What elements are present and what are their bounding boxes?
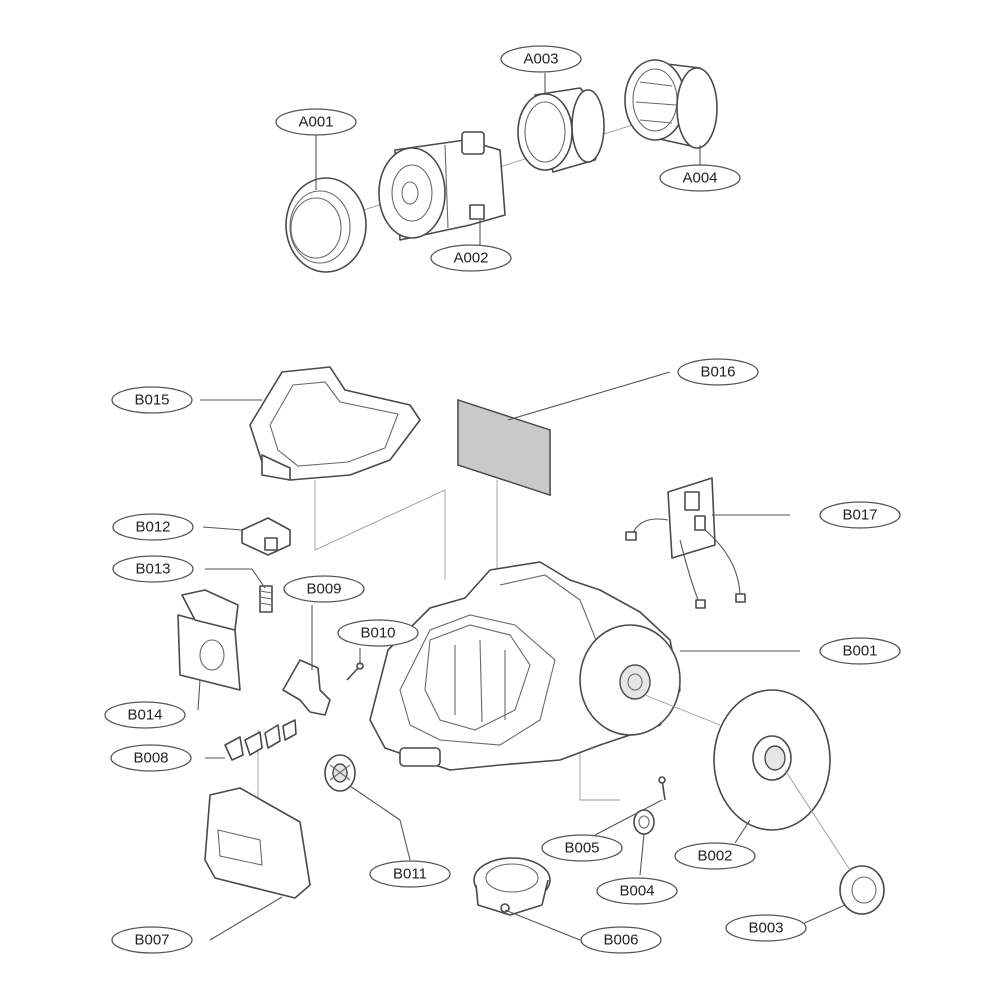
callout-b010: B010 <box>337 619 419 647</box>
label-b017: B017 <box>842 507 877 524</box>
callout-b013: B013 <box>112 555 194 583</box>
part-b002-wheel <box>713 689 831 831</box>
part-b005-screw <box>658 776 666 801</box>
callout-b014: B014 <box>104 701 186 729</box>
callout-b011: B011 <box>369 860 451 888</box>
part-b014-bracket <box>177 589 241 691</box>
callout-b016: B016 <box>677 358 759 386</box>
callout-b005: B005 <box>541 834 623 862</box>
callout-a004: A004 <box>659 164 741 192</box>
callout-b008: B008 <box>110 744 192 772</box>
part-b003-hub-cap <box>839 865 885 915</box>
part-b015-top-frame <box>249 366 421 481</box>
callout-b009: B009 <box>283 575 365 603</box>
part-b011-small-wheel <box>324 754 356 792</box>
part-b013-spring <box>259 585 273 613</box>
callout-a002: A002 <box>430 244 512 272</box>
part-b008-buttons <box>224 719 297 761</box>
part-a004-motor-cover <box>624 59 718 149</box>
callout-a001: A001 <box>275 108 357 136</box>
part-a001-motor-ring <box>285 177 367 273</box>
label-b006: B006 <box>603 932 638 949</box>
callout-b003: B003 <box>725 914 807 942</box>
label-a003: A003 <box>523 51 558 68</box>
part-a003-motor-sleeve <box>517 87 605 173</box>
callout-b002: B002 <box>674 842 756 870</box>
cleaner-body-assembly <box>177 366 885 916</box>
label-b005: B005 <box>564 840 599 857</box>
part-b006-castor <box>473 857 551 916</box>
part-b007-front-cover <box>204 787 311 899</box>
label-b001: B001 <box>842 643 877 660</box>
label-b004: B004 <box>619 883 654 900</box>
label-b007: B007 <box>134 932 169 949</box>
label-b015: B015 <box>134 392 169 409</box>
callout-a003: A003 <box>500 45 582 73</box>
label-a001: A001 <box>298 114 333 131</box>
label-b014: B014 <box>127 707 162 724</box>
part-b010-screw <box>346 662 364 681</box>
part-a002-motor <box>378 131 506 241</box>
label-b010: B010 <box>360 625 395 642</box>
part-b017-circuit-board <box>625 477 746 609</box>
label-b008: B008 <box>133 750 168 767</box>
label-b002: B002 <box>697 848 732 865</box>
label-a002: A002 <box>453 250 488 267</box>
callout-b001: B001 <box>819 637 901 665</box>
part-b012-latch <box>241 517 291 556</box>
label-a004: A004 <box>682 170 717 187</box>
leader-lines <box>197 73 846 941</box>
label-b013: B013 <box>135 561 170 578</box>
part-b016-filter <box>457 399 551 496</box>
callout-b015: B015 <box>111 386 193 414</box>
callout-b007: B007 <box>111 926 193 954</box>
label-b011: B011 <box>393 866 427 883</box>
part-b009-clamp <box>282 659 331 716</box>
label-b003: B003 <box>748 920 783 937</box>
part-b001-main-body <box>369 561 681 771</box>
label-b012: B012 <box>135 519 170 536</box>
label-b009: B009 <box>306 581 341 598</box>
label-b016: B016 <box>700 364 735 381</box>
motor-assembly <box>285 59 718 273</box>
callout-b004: B004 <box>596 877 678 905</box>
callout-b006: B006 <box>580 926 662 954</box>
callout-b017: B017 <box>819 501 901 529</box>
callout-b012: B012 <box>112 513 194 541</box>
